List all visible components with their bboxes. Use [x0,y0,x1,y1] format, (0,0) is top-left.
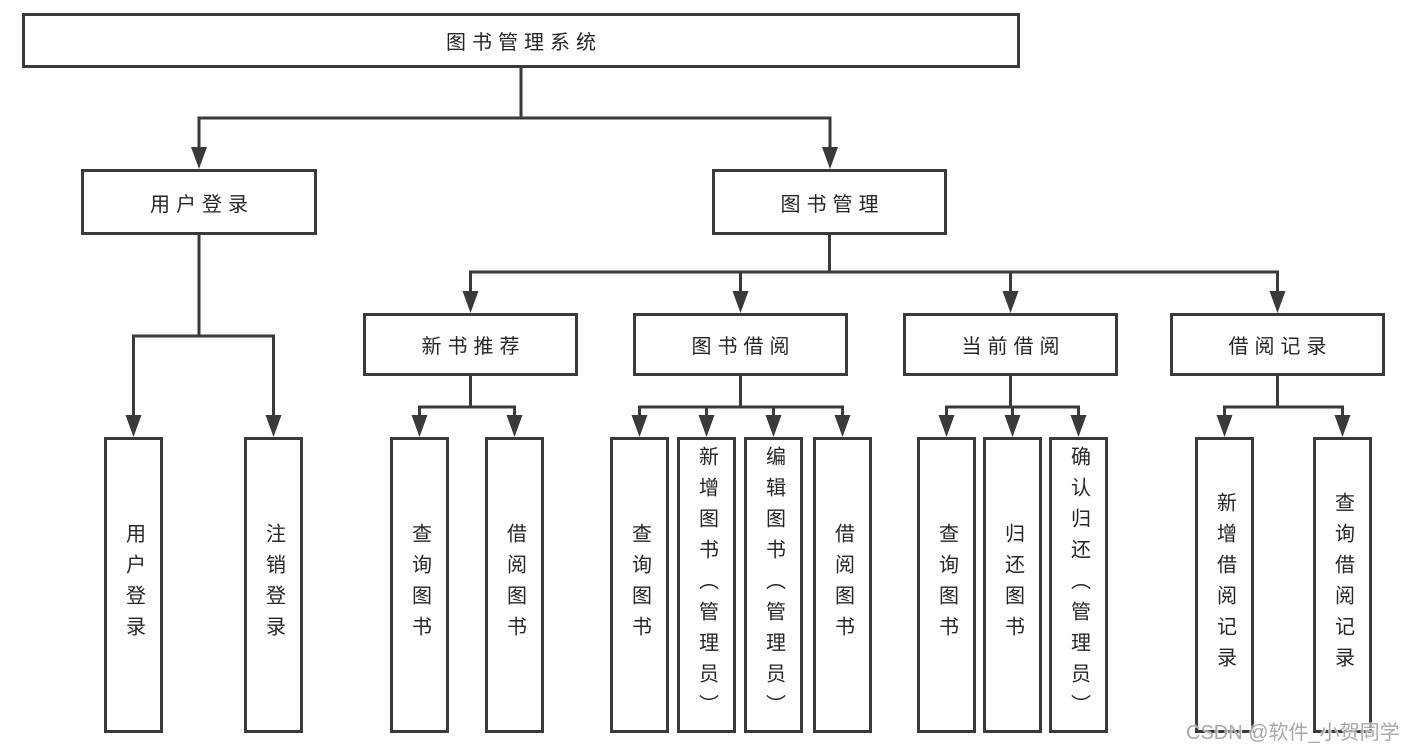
watermark: CSDN @软件_小贺同学 [1186,722,1400,744]
leaf-cb-return-books: 归还图书 [983,437,1042,733]
node-label: 查询图书 [408,523,431,647]
node-library-management-system: 图书管理系统 [22,13,1020,68]
node-label: 新增图书（管理员） [695,445,718,725]
node-label: 确认归还（管理员） [1067,445,1090,725]
node-label: 当前借阅 [961,336,1066,358]
node-label: 归还图书 [1001,523,1024,647]
node-label: 查询借阅记录 [1331,492,1354,678]
node-label: 注销登录 [262,523,285,647]
node-label: 用户登录 [122,523,145,647]
leaf-bb-edit-books-admin: 编辑图书（管理员） [744,437,803,733]
node-label: 图书管理系统 [446,32,602,54]
node-label: 新书推荐 [421,336,526,358]
node-label: 编辑图书（管理员） [762,445,785,725]
arrowheads [125,147,1351,437]
node-borrowing-records: 借阅记录 [1170,313,1385,376]
leaf-logout: 注销登录 [244,437,303,733]
leaf-cb-confirm-return-admin: 确认归还（管理员） [1049,437,1108,733]
node-label: 用户登录 [150,193,254,216]
leaf-bb-query-books: 查询图书 [610,437,669,733]
node-label: 查询图书 [935,523,958,647]
leaf-cb-query-books: 查询图书 [917,437,976,733]
leaf-nbr-query-books: 查询图书 [390,437,449,733]
node-label: 查询图书 [628,523,651,647]
node-label: 借阅图书 [503,523,526,647]
leaf-br-query-record: 查询借阅记录 [1313,437,1372,733]
node-label: 新增借阅记录 [1213,492,1236,678]
node-book-borrowing: 图书借阅 [633,313,848,376]
node-new-book-recommendation: 新书推荐 [363,313,578,376]
node-label: 图书借阅 [691,336,796,358]
leaf-nbr-borrow-books: 借阅图书 [485,437,544,733]
node-current-borrowing: 当前借阅 [903,313,1118,376]
leaf-user-login: 用户登录 [104,437,163,733]
node-book-management: 图书管理 [712,169,947,235]
leaf-br-add-record: 新增借阅记录 [1195,437,1254,733]
node-label: 借阅记录 [1228,336,1333,358]
tree-edges [132,66,1344,420]
node-label: 借阅图书 [831,523,854,647]
node-user-login: 用户登录 [81,169,317,235]
leaf-bb-add-books-admin: 新增图书（管理员） [677,437,736,733]
leaf-bb-borrow-books: 借阅图书 [813,437,872,733]
node-label: 图书管理 [780,193,885,216]
